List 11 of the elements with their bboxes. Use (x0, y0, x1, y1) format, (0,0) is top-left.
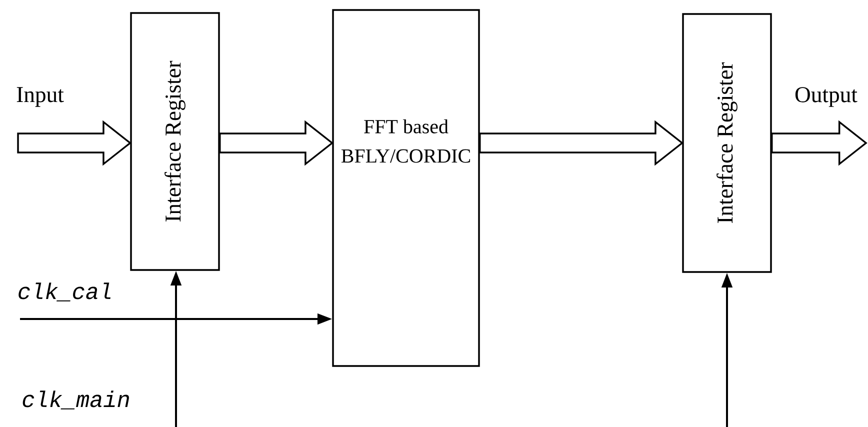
edge-label: Input (14, 86, 66, 108)
edge-label: clk_cal (16, 281, 114, 303)
block-arrow (219, 120, 334, 166)
edge-label: clk_main (20, 389, 132, 411)
block-arrow (17, 120, 132, 166)
register-box: Interface Register (682, 13, 772, 273)
edge-label: Output (793, 86, 859, 108)
processing-block: FFT based BFLY/CORDIC (332, 9, 480, 367)
block-arrow (479, 120, 684, 166)
block-arrow (771, 120, 868, 166)
register-box: Interface Register (130, 12, 220, 271)
